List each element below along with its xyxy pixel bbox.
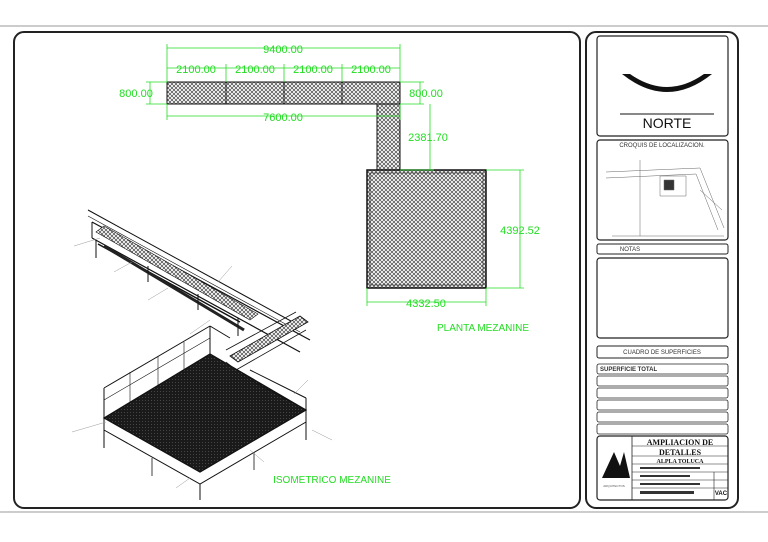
dim-drop: 2381.70 (408, 132, 448, 144)
dim-total: 9400.00 (263, 44, 303, 56)
project-line-1: AMPLIACION DE (647, 438, 713, 447)
plan-platform (366, 169, 487, 289)
notes-title: NOTAS (620, 247, 640, 253)
areas-header (596, 345, 729, 359)
plan-walkway (166, 81, 401, 105)
isometric-caption: ISOMETRICO MEZANINE (273, 475, 391, 486)
dim-segment-1: 2100.00 (176, 64, 216, 76)
dim-right-width: 800.00 (409, 88, 443, 100)
dim-segment-3: 2100.00 (293, 64, 333, 76)
project-line-2: DETALLES (659, 448, 702, 457)
plan-drop-walkway (376, 103, 401, 171)
north-arrow-icon (622, 74, 712, 92)
location-panel (596, 139, 729, 241)
dim-segment-4: 2100.00 (351, 64, 391, 76)
dim-bottom-length: 7600.00 (263, 112, 303, 124)
areas-title: CUADRO DE SUPERFICIES (623, 350, 701, 356)
dim-segment-2: 2100.00 (235, 64, 275, 76)
notes-panel (596, 257, 729, 339)
drawing-frame (13, 31, 581, 509)
dim-platform-width: 4332.50 (406, 298, 446, 310)
north-panel (596, 35, 729, 137)
project-line-3: ALPLA TOLUCA (657, 459, 705, 465)
plan-caption: PLANTA MEZANINE (437, 323, 529, 334)
project-panel (596, 435, 729, 501)
plan-view: 9400.00 2100.00 2100.00 2100.00 2100.00 … (119, 44, 540, 334)
firm-label: ARQUITECTOS (603, 484, 625, 488)
isometric-view (71, 209, 333, 500)
sheet-code: VAC (715, 491, 728, 497)
dim-left-width: 800.00 (119, 88, 153, 100)
areas-row-1: SUPERFICIE TOTAL (600, 367, 657, 373)
dim-platform-height: 4392.52 (500, 225, 540, 237)
firm-logo-icon (602, 452, 630, 478)
title-block: NORTE CROQUIS DE LOCALIZACION. NOTAS CUA… (585, 31, 739, 509)
location-sketch (605, 160, 725, 237)
notes-header (596, 243, 729, 255)
location-title: CROQUIS DE LOCALIZACION. (619, 143, 705, 149)
north-label: NORTE (643, 115, 692, 131)
